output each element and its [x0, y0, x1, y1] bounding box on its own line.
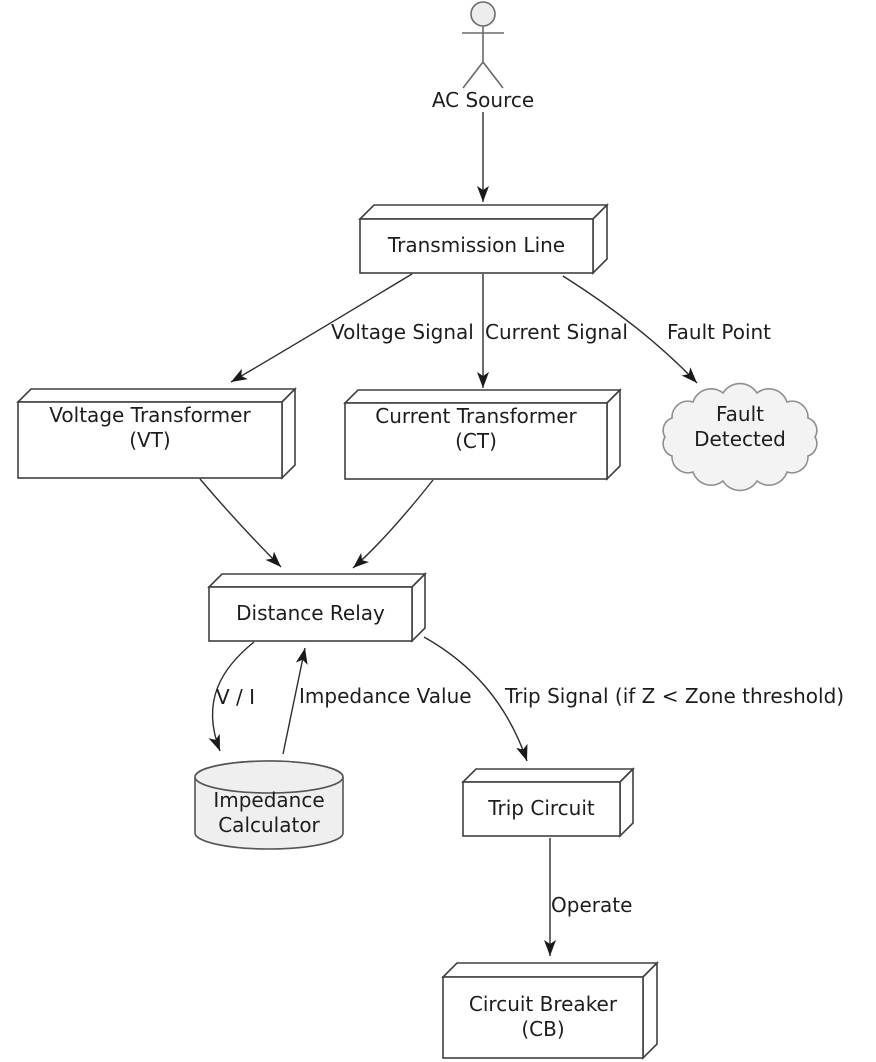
circuit-breaker-label: Circuit Breaker (CB)	[443, 992, 643, 1042]
distance-relay-node	[207, 572, 427, 643]
transmission-line-node	[358, 203, 609, 275]
voltage-transformer-label: Voltage Transformer (VT)	[18, 403, 282, 453]
edge-ct-distancerelay	[352, 479, 434, 569]
edge-label-trip-signal: Trip Signal (if Z < Zone threshold)	[505, 684, 845, 708]
edge-label-fault-point: Fault Point	[667, 320, 772, 344]
current-transformer-node	[343, 388, 622, 481]
trip-circuit-node	[461, 767, 635, 838]
circuit-breaker-node	[441, 961, 659, 1060]
ac-source-actor-icon	[462, 1, 504, 89]
edge-transmissionline-fault	[562, 275, 698, 384]
edge-label-v-over-i: V / I	[216, 685, 256, 709]
voltage-transformer-label-line1: Voltage Transformer	[49, 403, 251, 427]
edge-impedance-distancerelay	[282, 647, 308, 755]
edge-transmissionline-vt	[230, 273, 413, 383]
impedance-calculator-label-line1: Impedance	[213, 788, 325, 812]
impedance-calculator-label: Impedance Calculator	[195, 788, 343, 838]
edge-label-operate: Operate	[551, 893, 633, 917]
voltage-transformer-label-line2: (VT)	[129, 428, 171, 452]
edge-distancerelay-tripcircuit	[423, 636, 528, 762]
circuit-breaker-label-line1: Circuit Breaker	[468, 992, 618, 1016]
current-transformer-label: Current Transformer (CT)	[345, 404, 607, 454]
edge-label-current-signal: Current Signal	[485, 320, 628, 344]
circuit-breaker-label-line2: (CB)	[521, 1017, 565, 1041]
edge-label-voltage-signal: Voltage Signal	[331, 320, 474, 344]
impedance-calculator-cylinder	[194, 760, 344, 850]
ac-source-label: AC Source	[431, 88, 535, 112]
voltage-transformer-node	[16, 387, 297, 480]
trip-circuit-label: Trip Circuit	[488, 796, 595, 820]
transmission-line-label: Transmission Line	[387, 233, 566, 257]
fault-detected-label-line1: Fault	[716, 402, 764, 426]
distance-relay-label: Distance Relay	[236, 601, 385, 625]
current-transformer-label-line2: (CT)	[455, 429, 497, 453]
edge-label-impedance-value: Impedance Value	[299, 684, 472, 708]
edge-distancerelay-impedance	[208, 641, 255, 752]
fault-detected-label-line2: Detected	[694, 427, 786, 451]
fault-detected-cloud	[662, 382, 818, 492]
current-transformer-label-line1: Current Transformer	[375, 404, 577, 428]
fault-detected-label: Fault Detected	[665, 402, 815, 452]
edge-vt-distancerelay	[199, 478, 282, 568]
impedance-calculator-label-line2: Calculator	[218, 813, 320, 837]
